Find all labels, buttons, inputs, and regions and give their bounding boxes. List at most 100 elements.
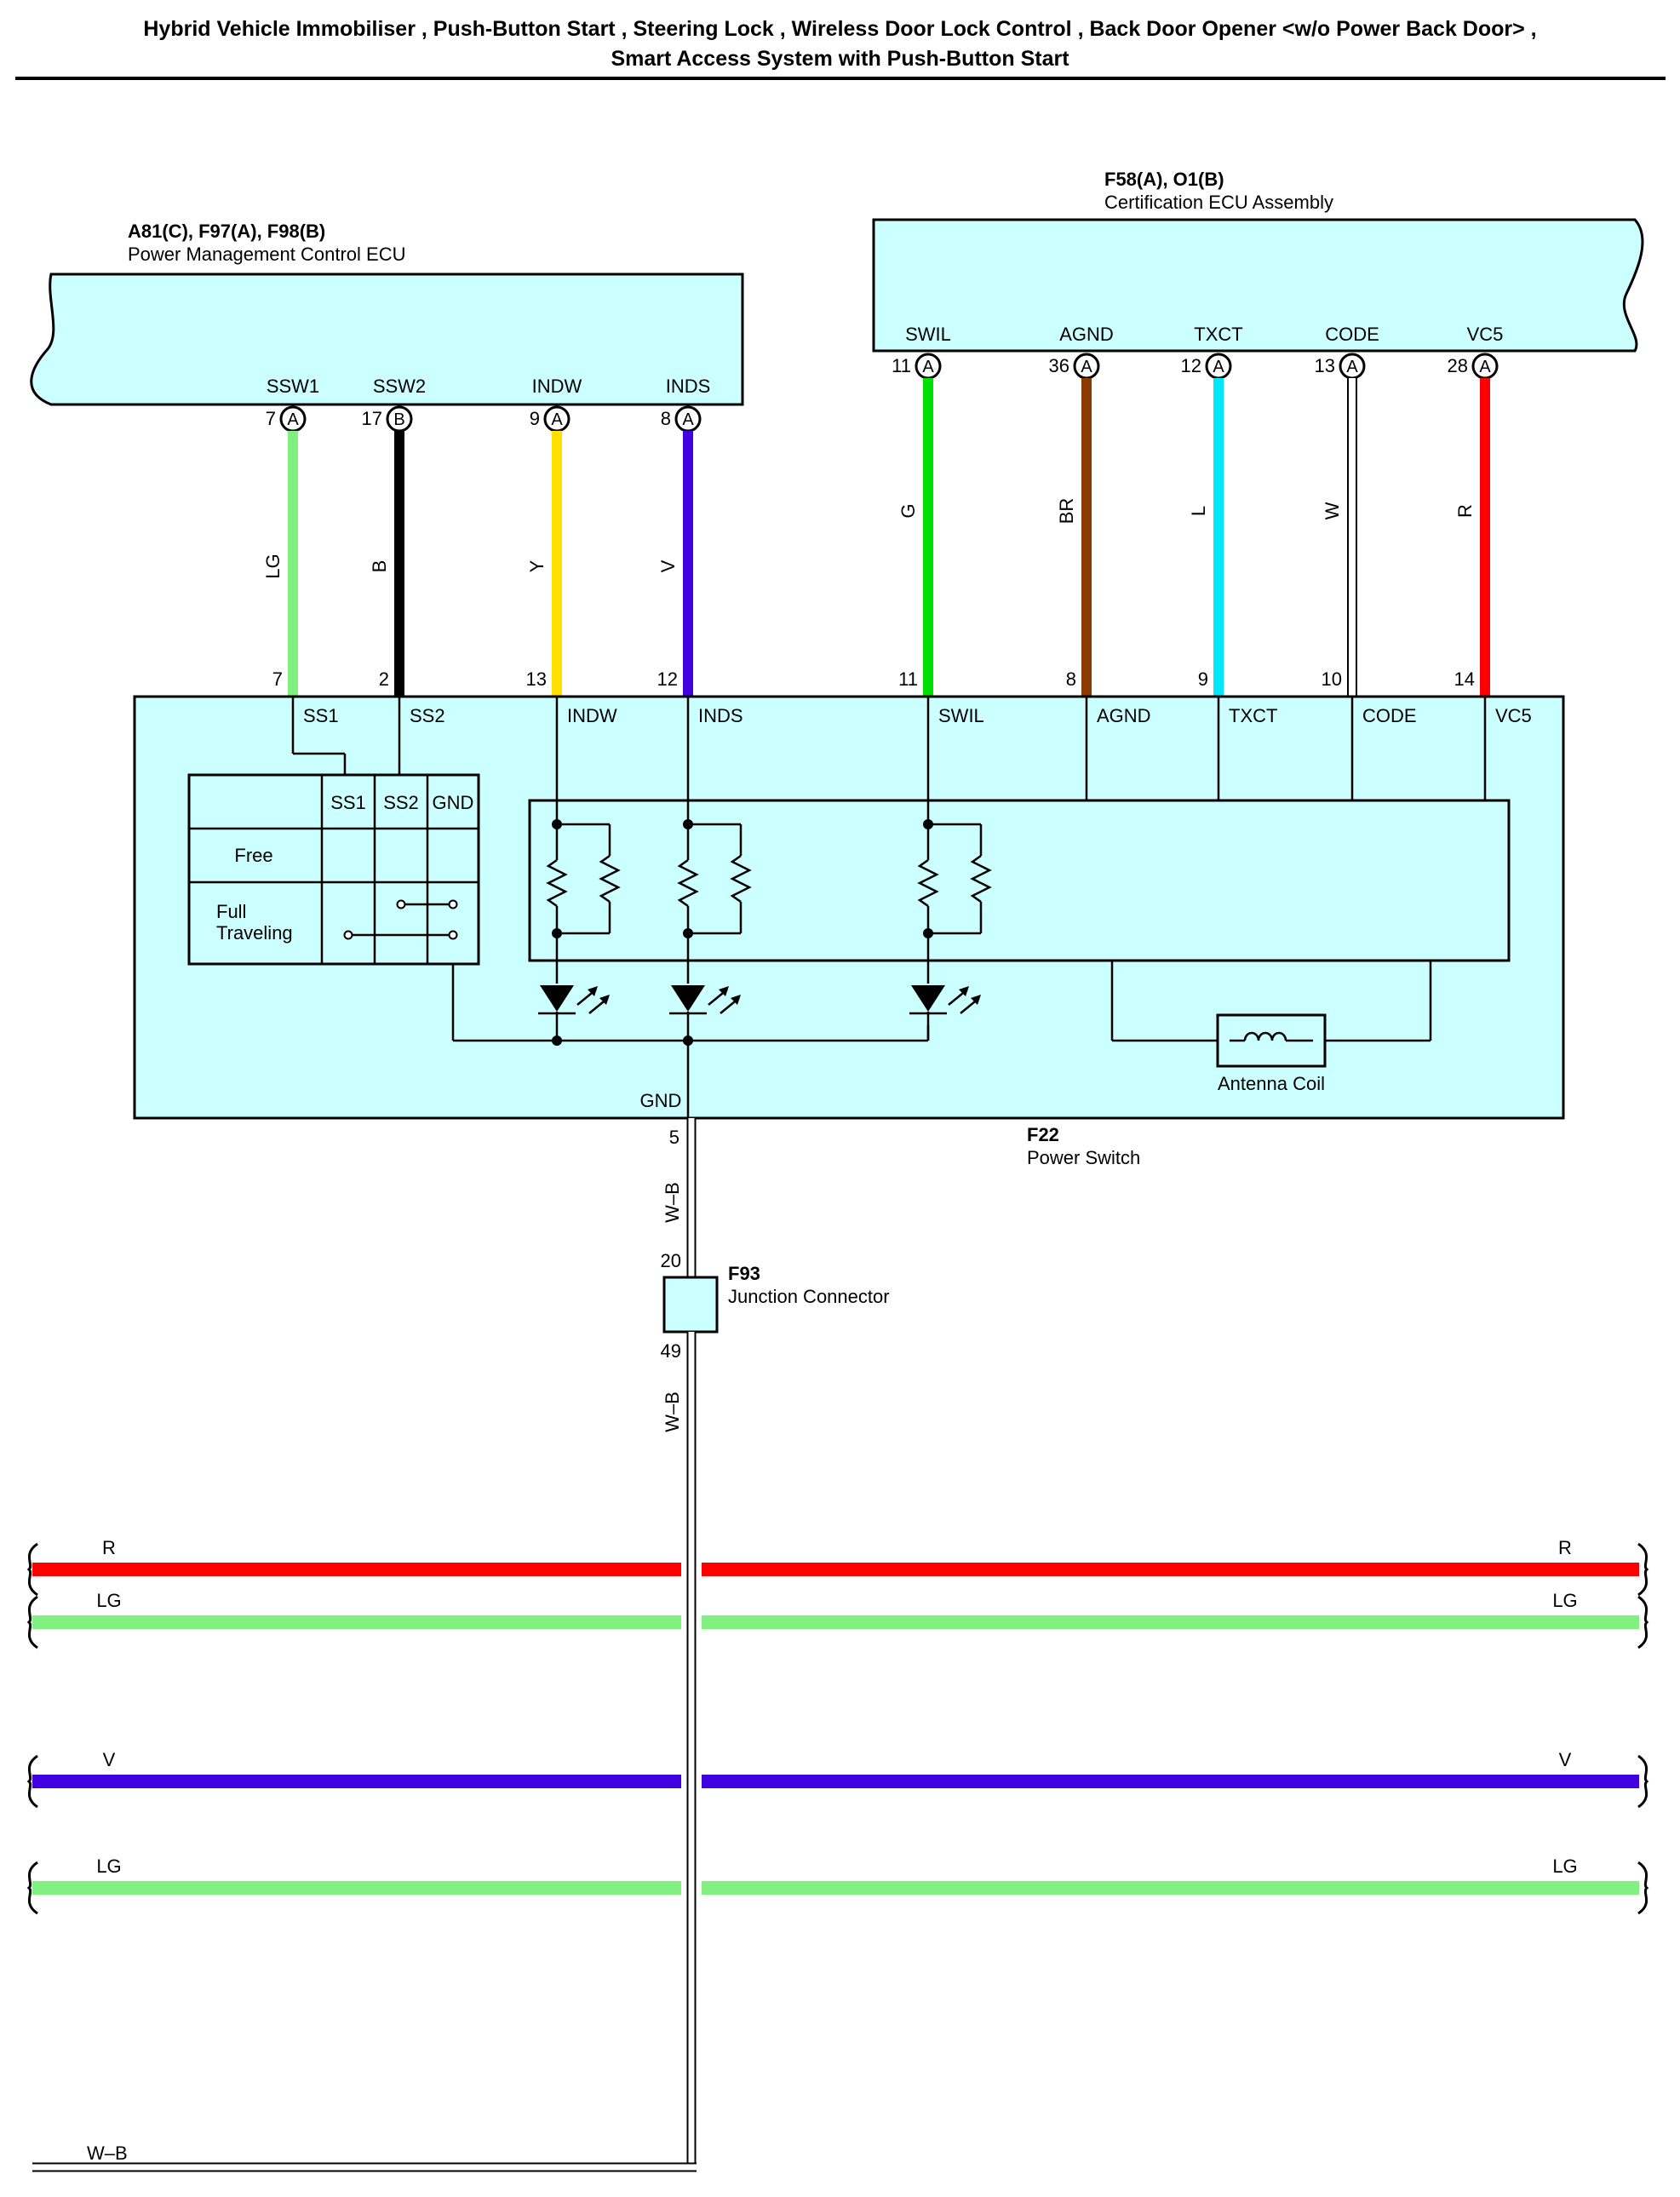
resistor bbox=[599, 854, 621, 903]
bus-wire-label: V bbox=[103, 1749, 116, 1770]
cert-ecu-box bbox=[872, 218, 1644, 353]
pm-pin-number: 7 bbox=[266, 408, 276, 429]
wire-pin-number: 12 bbox=[657, 668, 678, 690]
light-arrow-icon bbox=[719, 986, 729, 996]
bus-wire-label: LG bbox=[96, 1590, 121, 1611]
cert-connector-a-letter: A bbox=[1346, 358, 1358, 376]
table-row-label: Full bbox=[216, 901, 246, 922]
bus-wire-label: LG bbox=[1552, 1856, 1577, 1877]
resistor bbox=[917, 858, 939, 908]
wire-color-label: L bbox=[1188, 506, 1209, 516]
wire-break-icon bbox=[26, 1542, 38, 1597]
cert-pin-label: SWIL bbox=[905, 324, 951, 345]
contact bbox=[396, 899, 406, 909]
terminal-label: SWIL bbox=[938, 705, 984, 726]
wire-color-label: W–B bbox=[662, 1391, 683, 1432]
pm-connector-a-letter: A bbox=[682, 410, 694, 429]
title-line-2: Smart Access System with Push-Button Sta… bbox=[611, 47, 1069, 71]
wire-pin-number: 7 bbox=[272, 668, 283, 690]
cert-connector-a-letter: A bbox=[1479, 358, 1491, 376]
wire-break-icon bbox=[26, 1595, 38, 1649]
light-arrow-icon bbox=[971, 995, 981, 1005]
junction-code: F93 bbox=[728, 1263, 760, 1284]
wire-color-label: Y bbox=[526, 559, 548, 572]
terminal-label: TXCT bbox=[1229, 705, 1277, 726]
wire-color-label: G bbox=[897, 503, 919, 518]
terminal-label: SS2 bbox=[410, 705, 445, 726]
antenna-coil-label: Antenna Coil bbox=[1218, 1073, 1325, 1094]
led-icon bbox=[911, 985, 945, 1012]
wire-pin-number: 13 bbox=[526, 668, 547, 690]
pm-ecu-name: Power Management Control ECU bbox=[128, 244, 405, 265]
cert-pin-number: 28 bbox=[1448, 355, 1468, 376]
table-row-label: Free bbox=[234, 845, 272, 866]
pm-ecu-box bbox=[30, 272, 744, 406]
cert-ecu-name: Certification ECU Assembly bbox=[1104, 192, 1333, 213]
wire-break-icon bbox=[1637, 1754, 1649, 1809]
cert-pin-number: 13 bbox=[1315, 355, 1335, 376]
light-arrow-icon bbox=[599, 995, 610, 1005]
pm-pin-label: INDW bbox=[532, 376, 582, 397]
light-arrow-icon bbox=[959, 986, 969, 996]
wire-break-icon bbox=[1637, 1542, 1649, 1597]
light-arrow-icon bbox=[731, 995, 741, 1005]
table-row-label: Traveling bbox=[216, 922, 293, 944]
junction-dot bbox=[552, 1035, 562, 1046]
bus-wire-label: R bbox=[1558, 1537, 1572, 1558]
bus-wire-lg: LG LG bbox=[26, 1590, 1649, 1649]
cert-ecu-codes: F58(A), O1(B) bbox=[1104, 169, 1224, 190]
junction-pin-number: 20 bbox=[661, 1250, 681, 1271]
terminal-label: INDW bbox=[567, 705, 617, 726]
junction-connector-box bbox=[662, 1276, 719, 1334]
cert-pin-label: VC5 bbox=[1467, 324, 1504, 345]
pm-connector-b-letter: B bbox=[393, 410, 404, 429]
cert-pin-number: 12 bbox=[1181, 355, 1201, 376]
terminal-label: INDS bbox=[698, 705, 743, 726]
pm-ecu-codes: A81(C), F97(A), F98(B) bbox=[128, 221, 325, 242]
wire-color-label: LG bbox=[262, 554, 284, 578]
bus-wire-label: LG bbox=[96, 1856, 121, 1877]
contact bbox=[448, 930, 458, 940]
cert-pin-label: AGND bbox=[1059, 324, 1114, 345]
contact bbox=[448, 899, 458, 909]
terminal-label: VC5 bbox=[1495, 705, 1532, 726]
wire-break-icon bbox=[1637, 1861, 1649, 1915]
bus-wire-label: V bbox=[1559, 1749, 1572, 1770]
cert-pin-number: 11 bbox=[892, 355, 911, 376]
coil-icon bbox=[1243, 1031, 1287, 1041]
led-icon bbox=[540, 985, 574, 1012]
wire-color-label: W bbox=[1322, 502, 1343, 519]
resistor bbox=[546, 858, 568, 908]
pm-pin-number: 17 bbox=[362, 408, 382, 429]
wire-color-label: B bbox=[369, 560, 390, 573]
pm-pin-number: 9 bbox=[530, 408, 540, 429]
cert-connector-a-letter: A bbox=[1081, 358, 1092, 376]
junction-pin-number: 49 bbox=[661, 1340, 681, 1362]
table-header: SS1 bbox=[330, 792, 366, 813]
pm-connector-a-letter: A bbox=[551, 410, 563, 429]
wire-color-label: R bbox=[1454, 504, 1476, 518]
wire-color-label: BR bbox=[1056, 498, 1077, 525]
terminal-label: AGND bbox=[1097, 705, 1151, 726]
wire-break-icon bbox=[1637, 1595, 1649, 1649]
pm-connector-a-letter: A bbox=[287, 410, 299, 429]
wire-pin-number: 9 bbox=[1198, 668, 1208, 690]
pm-pin-label: SSW1 bbox=[267, 376, 319, 397]
bus-wire-label: LG bbox=[1552, 1590, 1577, 1611]
resistor bbox=[677, 858, 699, 908]
terminal-label: SS1 bbox=[303, 705, 339, 726]
pm-pin-label: INDS bbox=[666, 376, 711, 397]
light-arrow-icon bbox=[588, 986, 598, 996]
power-switch-code: F22 bbox=[1027, 1124, 1059, 1145]
power-switch-name: Power Switch bbox=[1027, 1147, 1140, 1168]
cert-connector-a-letter: A bbox=[1213, 358, 1224, 376]
antenna-coil-box bbox=[1216, 1013, 1327, 1068]
wire-break-icon bbox=[26, 1861, 38, 1915]
junction-name: Junction Connector bbox=[728, 1286, 890, 1307]
switch-table bbox=[187, 773, 480, 966]
cert-connector-a-letter: A bbox=[922, 358, 934, 376]
wire-pin-number: 10 bbox=[1322, 668, 1342, 690]
wire-color-label: V bbox=[657, 559, 679, 572]
